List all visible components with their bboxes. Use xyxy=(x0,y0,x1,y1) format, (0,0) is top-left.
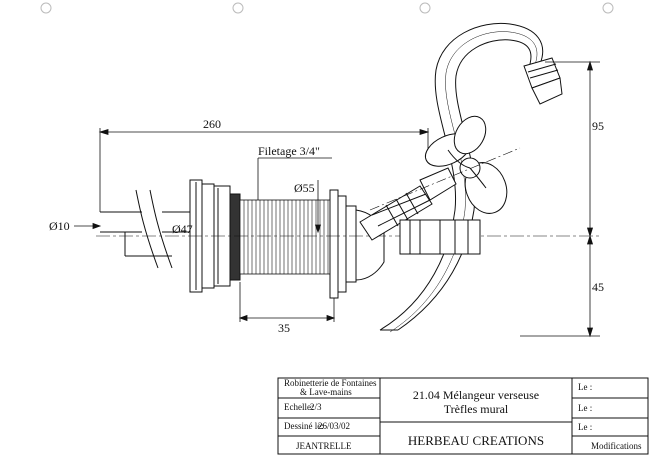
body-diameter-arrow xyxy=(314,180,322,234)
valve-stem xyxy=(359,167,457,241)
brand-name: HERBEAU CREATIONS xyxy=(408,433,544,448)
drawn-date: 26/03/02 xyxy=(318,421,350,431)
trefoil-handle xyxy=(424,115,508,214)
drawn-label: Dessiné le: xyxy=(284,421,324,431)
union-nut xyxy=(399,219,481,255)
le-label-1: Le : xyxy=(578,382,592,392)
company-line1: Robinetterie de Fontaines xyxy=(284,378,377,388)
threaded-body xyxy=(239,199,331,275)
designer-name: JEANTRELLE xyxy=(296,441,352,451)
wall-plate xyxy=(329,189,385,299)
gasket xyxy=(229,193,241,281)
pipe-diameter-label: Ø10 xyxy=(49,219,70,233)
title-block xyxy=(277,377,649,455)
dimension-overall-length xyxy=(98,128,430,212)
overall-length-label: 260 xyxy=(203,117,221,131)
dimension-heights xyxy=(520,60,600,338)
pipe-diameter-arrows xyxy=(74,222,102,230)
le-label-2: Le : xyxy=(578,403,592,413)
thread-label: Filetage 3/4" xyxy=(258,144,320,158)
scale-label: Echelle: xyxy=(284,402,313,412)
flange-diameter-label: Ø47 xyxy=(172,222,193,236)
model-line2: Trèfles mural xyxy=(444,402,509,416)
modifications-label: Modifications xyxy=(591,441,642,451)
company-line2: & Lave-mains xyxy=(300,387,352,397)
height-above-label: 95 xyxy=(592,119,604,133)
le-label-3: Le : xyxy=(578,422,592,432)
model-line1: 21.04 Mélangeur verseuse xyxy=(413,388,539,402)
spout xyxy=(379,22,544,333)
height-below-label: 45 xyxy=(592,280,604,294)
stem-axis xyxy=(369,147,521,211)
thread-leader xyxy=(257,157,332,205)
pipe xyxy=(100,189,196,269)
spout-nozzle xyxy=(523,57,563,105)
binder-holes xyxy=(40,2,614,14)
dimension-nut-length xyxy=(238,282,336,322)
nut-length-label: 35 xyxy=(278,321,290,335)
body-diameter-label: Ø55 xyxy=(294,181,315,195)
scale-value: 2/3 xyxy=(310,402,322,412)
